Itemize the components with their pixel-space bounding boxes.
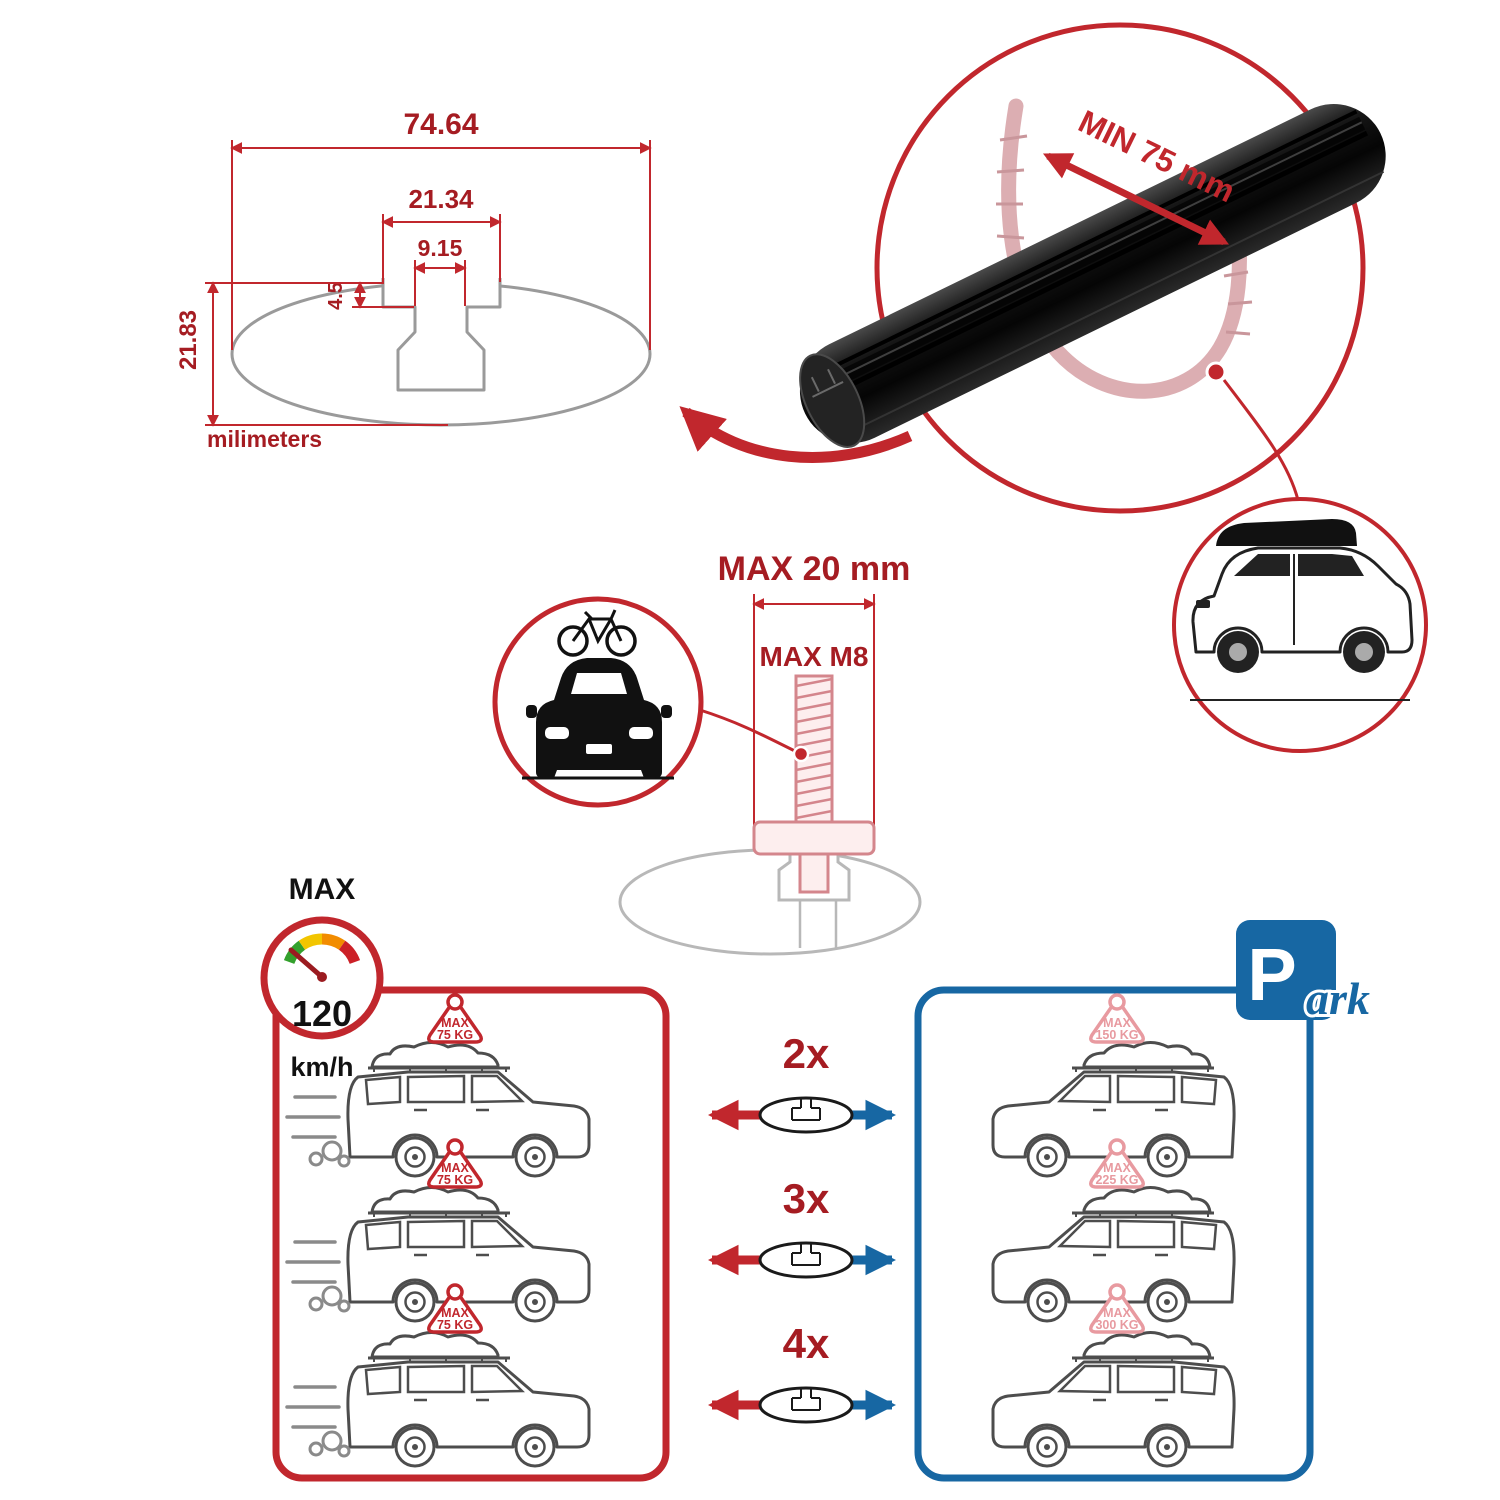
badge-title: MAX [441,1306,469,1320]
bolt-profile-ellipse [618,848,922,956]
badge-load: 75 KG [437,1028,473,1042]
dim-lip-depth-label: 4.5 [325,282,347,310]
units-label: milimeters [207,426,322,452]
callout-dot [1205,361,1227,383]
bike-on-car-icon [492,596,704,808]
dim-slot-width-label: 9.15 [418,235,463,261]
bike-icon [557,609,637,657]
crossbar-3d [799,104,1386,448]
badge-load: 75 KG [437,1318,473,1332]
profile-dimension-drawing: 74.64 21.34 9.15 4.5 21.83 milimeters [175,108,652,452]
max-width-label: MAX 20 mm [718,550,911,588]
min-span-arrow [1042,152,1230,246]
bar-count-rows: 2x 3x 4x [707,1030,897,1424]
crossbar-profile-icon [758,1386,854,1424]
bar-count-label: 3x [783,1175,830,1222]
dim-channel-width-label: 21.34 [408,184,474,214]
speed-title: MAX [289,873,356,906]
speed-value: 120 [292,993,352,1034]
bolt-diagram: MAX 20 mm MAX M8 [492,550,922,956]
badge-load: 150 KG [1095,1028,1138,1042]
pointer-arrow [679,406,913,463]
park-suffix: ark [1306,973,1370,1024]
crossbar-profile-icon [758,1096,854,1134]
speedometer: MAX 120 km/h [260,873,384,1082]
badge-title: MAX [1103,1306,1131,1320]
speed-units: km/h [290,1052,353,1082]
driving-cars: MAX 75 KG MAX 75 KG MAX 75 KG [285,993,591,1468]
load-badge: MAX 150 KG [1089,993,1145,1044]
bar-count-label: 2x [783,1030,830,1077]
park-letter: P [1247,933,1296,1016]
badge-load: 75 KG [437,1173,473,1187]
badge-title: MAX [1103,1161,1131,1175]
clamp-sketch [1001,98,1247,399]
badge-load: 225 KG [1095,1173,1138,1187]
dim-total-height-label: 21.83 [175,310,202,370]
load-badge: MAX 75 KG [427,1283,483,1334]
crossbar-profile-icon [758,1241,854,1279]
bolt-callout-line [699,708,800,755]
bar-count-label: 4x [783,1320,830,1367]
load-badge: MAX 75 KG [427,1138,483,1189]
load-comparison: P ark MAX 120 km/h MAX 75 KG [260,873,1373,1482]
gauge-needle [288,947,325,980]
badge-title: MAX [441,1016,469,1030]
load-badge: MAX 300 KG [1089,1283,1145,1334]
callout-line [1222,379,1300,501]
bolt-callout-dot [792,745,810,763]
park-sign: P ark [1236,920,1373,1027]
bar-render: MIN 75 mm [799,22,1428,753]
roof-box [1216,519,1357,546]
parked-cars: MAX 150 KG MAX 225 KG MAX 300 KG [991,993,1236,1468]
load-badge: MAX 75 KG [427,993,483,1044]
badge-load: 300 KG [1095,1318,1138,1332]
tbolt-illustration [752,674,876,894]
suv-with-roofbox-icon [1172,497,1428,753]
load-badge: MAX 225 KG [1089,1138,1145,1189]
badge-title: MAX [1103,1016,1131,1030]
max-thread-label: MAX M8 [760,641,869,672]
dim-total-width-label: 74.64 [403,108,478,141]
badge-title: MAX [441,1161,469,1175]
